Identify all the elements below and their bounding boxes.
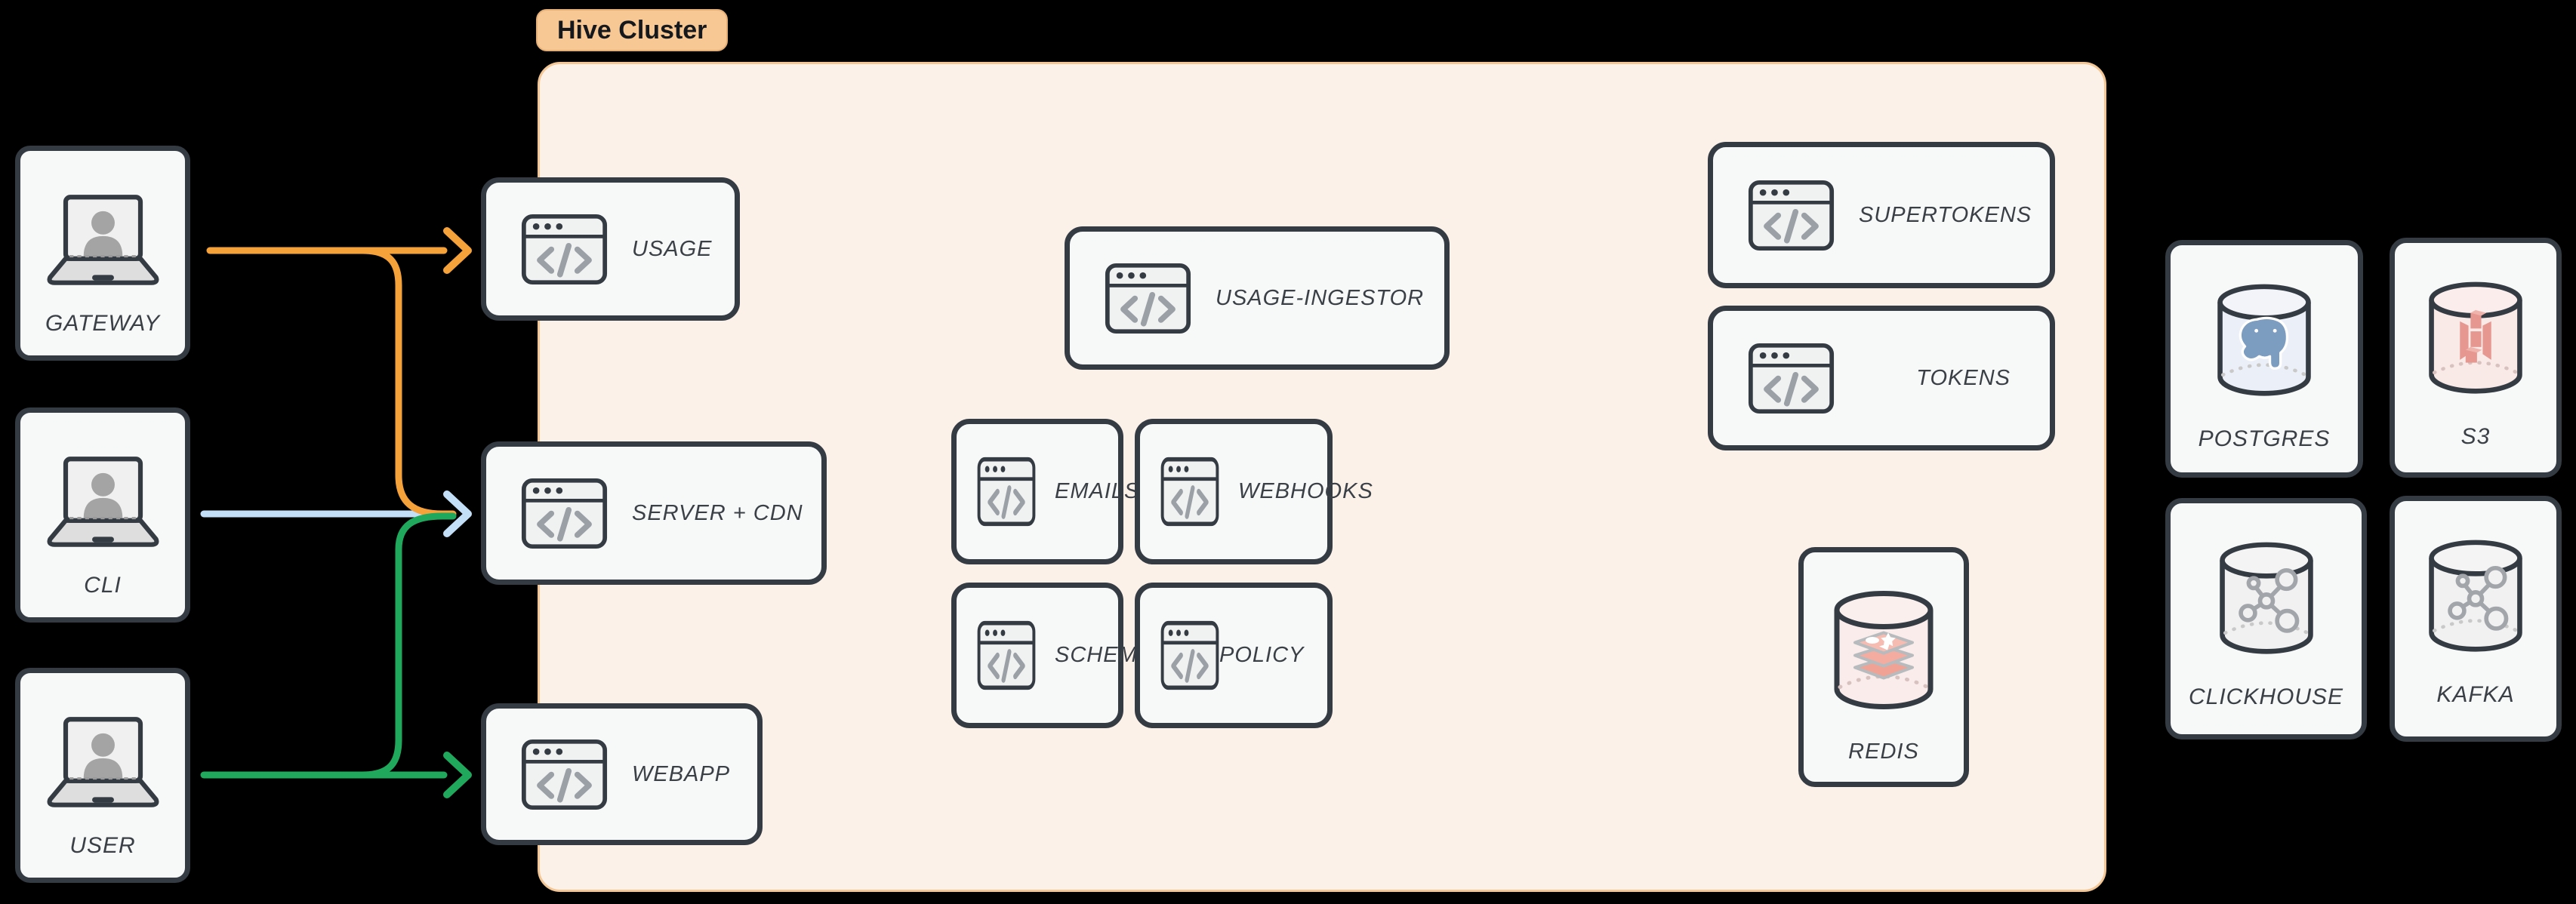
s3-database-icon [2426,279,2525,398]
postgres-database-icon [2214,281,2314,401]
kafka-database-icon [2426,537,2525,656]
code-window-icon [1160,620,1219,690]
service-label: USAGE-INGESTOR [1216,285,1425,310]
service-label: USAGE [632,236,713,261]
store-label: S3 [2460,424,2491,449]
service-emails: EMAILS [951,419,1139,564]
node-label: CLI [84,573,122,598]
store-label: KAFKA [2436,682,2515,707]
arrowhead-green [443,752,472,798]
node-user: USER [15,668,190,883]
code-window-icon [1105,263,1191,334]
node-label: USER [69,833,136,858]
hive-cluster-label: Hive Cluster [557,15,707,45]
store-label: CLICKHOUSE [2188,684,2344,709]
service-label: TOKENS [1916,365,2011,390]
service-schema: SCHEMA [951,583,1152,728]
redis-database-icon [1831,589,1937,714]
node-cli: CLI [15,407,190,623]
code-window-icon [521,478,608,549]
node-label: GATEWAY [45,311,161,336]
store-postgres: POSTGRES [2165,240,2363,478]
code-window-icon [521,214,608,285]
store-clickhouse: CLICKHOUSE [2165,498,2367,739]
store-kafka: KAFKA [2390,496,2562,742]
service-label: EMAILS [1055,479,1140,503]
service-usage-ingestor: USAGE-INGESTOR [1065,226,1450,370]
service-tokens: TOKENS [1708,306,2055,450]
laptop-user-icon [41,193,165,288]
service-policy: POLICY [1135,583,1333,728]
service-label: REDIS [1848,739,1919,764]
arrowhead-orange [443,227,472,274]
service-supertokens: SUPERTOKENS [1708,142,2055,288]
service-server-cdn: SERVER + CDN [481,441,827,585]
service-label: SERVER + CDN [632,500,803,525]
arrowhead-blue [443,490,472,537]
code-window-icon [521,739,608,810]
store-s3: S3 [2390,238,2562,478]
store-label: POSTGRES [2198,426,2331,451]
code-window-icon [1160,457,1219,527]
service-label: SUPERTOKENS [1859,202,2032,227]
node-gateway: GATEWAY [15,146,190,361]
hive-cluster-badge: Hive Cluster [536,9,729,51]
service-usage: USAGE [481,177,740,321]
code-window-icon [1748,180,1835,251]
service-webhooks: WEBHOOKS [1135,419,1373,564]
edge-gateway-server [359,247,457,518]
code-window-icon [977,620,1036,690]
service-label: WEBAPP [632,761,731,786]
clickhouse-database-icon [2217,540,2316,659]
laptop-user-icon [41,455,165,550]
code-window-icon [1748,343,1835,414]
service-webapp: WEBAPP [481,703,763,845]
service-label: WEBHOOKS [1238,479,1373,503]
edge-user-server [359,512,457,779]
code-window-icon [977,457,1036,527]
service-redis: REDIS [1798,547,1969,787]
laptop-user-icon [41,715,165,810]
service-label: POLICY [1219,643,1305,667]
